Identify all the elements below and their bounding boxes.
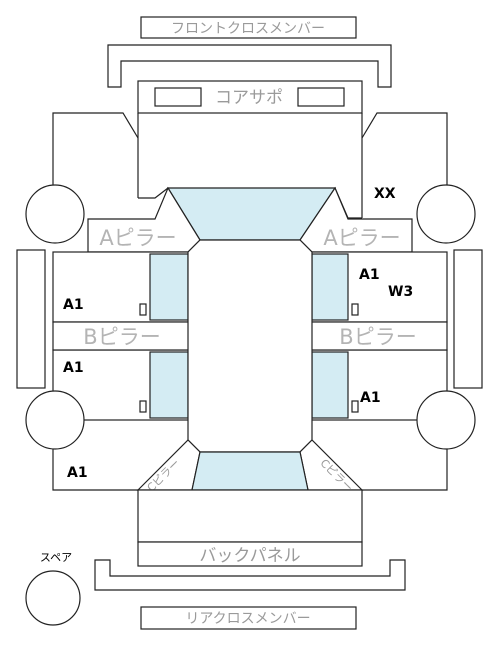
rear-left-window (149, 351, 189, 419)
front-right-window (311, 253, 349, 321)
headlight-left (154, 87, 202, 107)
core-support-label: コアサポ (215, 88, 283, 108)
front-cross-member-box (140, 16, 357, 39)
a-pillar-left-label: Aピラー (99, 226, 176, 250)
b-pillar-right-shape (309, 321, 448, 351)
trunk-lid (137, 489, 363, 543)
mark-front-right-door: A1 (359, 267, 380, 283)
b-pillar-right-label: Bピラー (339, 325, 416, 349)
rear-cross-member-box (140, 606, 357, 630)
back-panel-box (137, 541, 363, 567)
front-bumper-outline (107, 44, 392, 88)
front-right-wheel (416, 184, 476, 244)
headlight-right (297, 87, 345, 107)
mark-rear-left-door: A1 (63, 360, 84, 376)
roof-panel (187, 239, 313, 453)
a-pillar-right-label: Aピラー (323, 226, 400, 250)
front-right-fender (361, 112, 448, 215)
rear-window (191, 451, 309, 491)
rear-right-wheel (416, 390, 476, 450)
rear-left-door-handle (139, 400, 147, 413)
b-pillar-left-shape (52, 321, 191, 351)
rear-bumper-outline (94, 559, 406, 591)
mark-front-right-door-2: W3 (388, 284, 413, 300)
spare-tire (25, 570, 81, 626)
front-cross-member-label: フロントクロスメンバー (171, 21, 325, 37)
rear-left-quarter (52, 449, 138, 491)
front-left-fender (52, 112, 139, 215)
front-left-door-handle (139, 303, 147, 316)
right-side-sill (453, 249, 483, 389)
rear-right-door-handle (351, 400, 359, 413)
rear-left-wheel (25, 390, 85, 450)
hood-outline (137, 113, 363, 218)
spare-tire-label: スペア (40, 551, 72, 564)
left-side-sill (16, 249, 46, 389)
front-left-window (149, 253, 189, 321)
front-left-wheel (25, 184, 85, 244)
mark-front-left-door: A1 (63, 297, 84, 313)
rear-right-quarter (362, 449, 448, 491)
mark-rear-left-quarter: A1 (67, 465, 88, 481)
mark-rear-right-door: A1 (360, 390, 381, 406)
mark-front-right-fender: XX (374, 186, 396, 202)
back-panel-label: バックパネル (199, 546, 300, 566)
rear-cross-member-label: リアクロスメンバー (185, 611, 310, 627)
rear-right-window (311, 351, 349, 419)
hood-to-pillar-left (138, 187, 169, 199)
b-pillar-left-label: Bピラー (83, 325, 160, 349)
front-right-door-handle (351, 303, 359, 316)
